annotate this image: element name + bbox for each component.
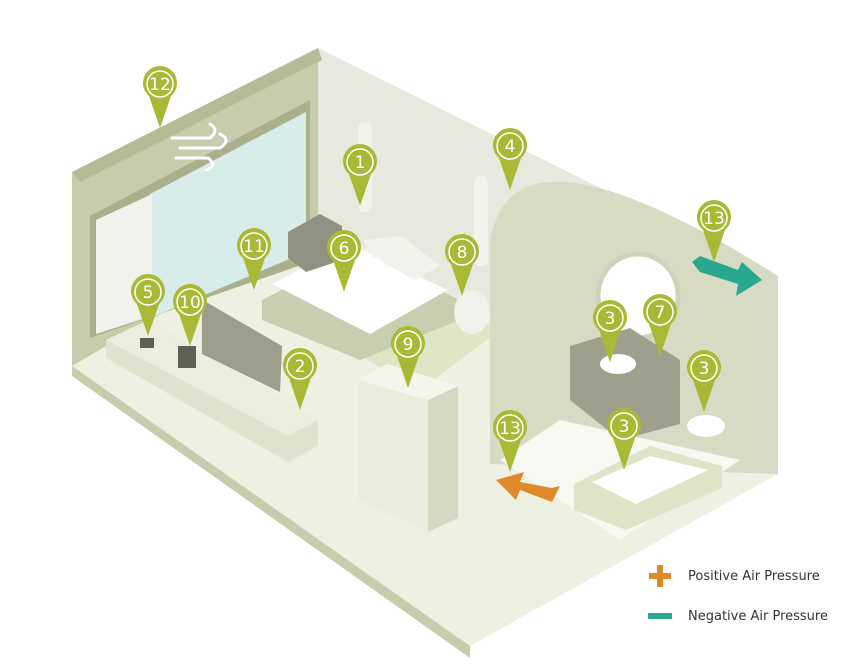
marker-label: 13 (703, 209, 725, 229)
safe (178, 346, 196, 368)
marker-pin-3: 3 (686, 350, 721, 412)
tv (202, 302, 282, 392)
marker-pin-4: 4 (493, 128, 527, 190)
marker-pin-3: 3 (607, 408, 641, 470)
wind-icon (170, 122, 228, 172)
marker-label: 6 (339, 239, 350, 259)
marker-label: 5 (143, 283, 154, 303)
marker-label: 1 (355, 153, 366, 173)
phone (140, 338, 154, 348)
marker-pin-8: 8 (445, 234, 479, 296)
marker-label: 13 (499, 419, 521, 439)
floor-edge (72, 366, 470, 658)
negative-pressure-arrow (692, 256, 762, 296)
marker-label: 3 (605, 309, 616, 329)
armchair (288, 214, 342, 272)
desk-top (106, 320, 318, 436)
marker-label: 2 (295, 357, 306, 377)
legend-negative: Negative Air Pressure (648, 606, 828, 626)
marker-label: 10 (179, 293, 201, 313)
marker-pin-5: 5 (131, 274, 166, 336)
marker-pin-9: 9 (390, 326, 425, 388)
bathtub-basin (592, 456, 708, 504)
marker-pin-3: 3 (593, 300, 627, 362)
sink (600, 354, 636, 374)
marker-label: 3 (619, 417, 630, 437)
marker-label: 4 (505, 137, 516, 157)
legend-positive: Positive Air Pressure (648, 565, 820, 587)
vanity (570, 328, 680, 440)
wall-lamp-right (474, 176, 488, 266)
minus-icon (648, 606, 674, 626)
marker-pin-2: 2 (283, 348, 317, 410)
marker-label: 11 (243, 237, 265, 257)
pillows (364, 236, 440, 280)
left-wall-top (72, 48, 322, 182)
positive-pressure-arrow (496, 472, 560, 502)
marker-label: 8 (457, 243, 468, 263)
marker-label: 7 (655, 303, 666, 323)
marker-label: 3 (699, 359, 710, 379)
legend-negative-label: Negative Air Pressure (688, 608, 828, 624)
marker-label: 9 (403, 335, 414, 355)
wardrobe-side (428, 386, 458, 532)
marker-label: 12 (149, 75, 171, 95)
window-glass (150, 112, 306, 318)
legend-positive-label: Positive Air Pressure (688, 568, 820, 584)
wardrobe-front (358, 380, 428, 532)
marker-pin-12: 12 (143, 66, 177, 128)
marker-pin-13: 13 (492, 410, 527, 472)
marker-pin-10: 10 (173, 284, 208, 346)
marker-pin-13: 13 (697, 200, 731, 262)
marker-pin-6: 6 (327, 230, 361, 292)
nightstand (454, 290, 490, 334)
toilet (685, 413, 727, 439)
marker-pin-7: 7 (643, 294, 678, 356)
marker-pin-11: 11 (237, 228, 271, 290)
marker-pin-1: 1 (343, 144, 378, 206)
plus-icon (648, 565, 674, 587)
